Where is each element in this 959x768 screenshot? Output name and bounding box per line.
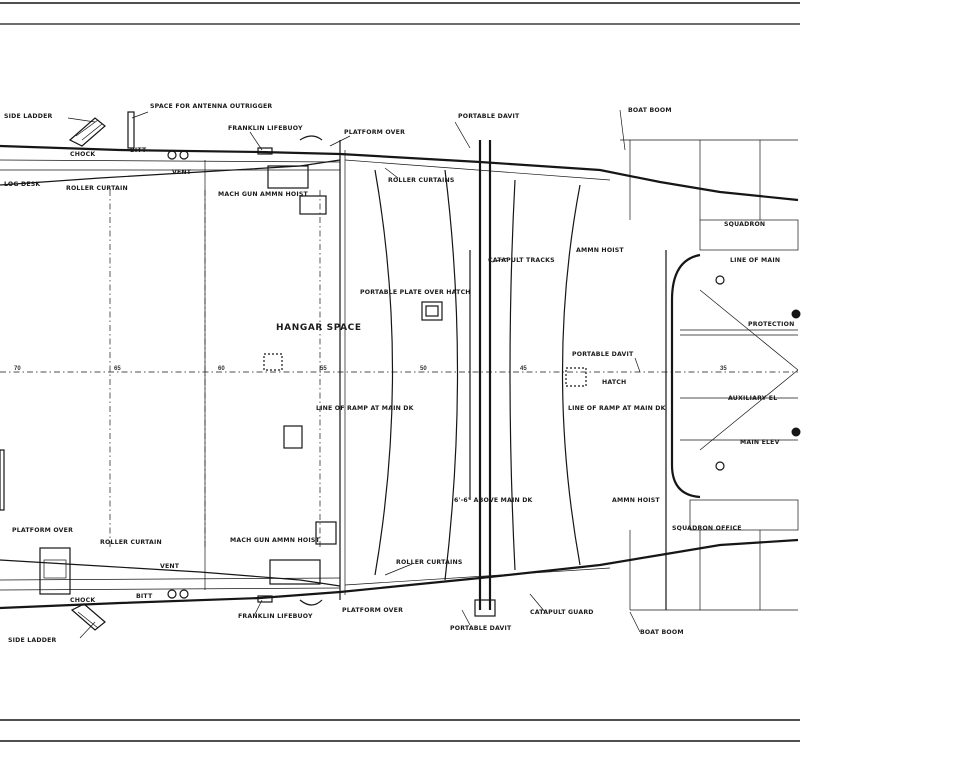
label-platform-over-bottom: PLATFORM OVER bbox=[342, 607, 403, 614]
label-side-ladder-bottom: SIDE LADDER bbox=[8, 637, 57, 644]
label-log-desk: LOG DESK bbox=[4, 181, 40, 188]
label-bitt-top: BITT bbox=[130, 147, 147, 154]
label-bitt-bottom: BITT bbox=[136, 593, 153, 600]
label-line-of-ramp-left: LINE OF RAMP AT MAIN DK bbox=[316, 405, 414, 412]
label-protection: PROTECTION bbox=[748, 321, 795, 328]
deck-fittings bbox=[0, 111, 337, 631]
label-boat-boom-bottom: BOAT BOOM bbox=[640, 629, 684, 636]
label-platform-over-bottom-left: PLATFORM OVER bbox=[12, 527, 73, 534]
label-portable-plate: PORTABLE PLATE OVER HATCH bbox=[360, 289, 471, 296]
label-frame-60: 60 bbox=[218, 366, 225, 372]
label-line-of-main: LINE OF MAIN bbox=[730, 257, 780, 264]
label-ammn-hoist-bottom: AMMN HOIST bbox=[612, 497, 660, 504]
label-hangar-space: HANGAR SPACE bbox=[276, 323, 362, 333]
forward-structure bbox=[620, 139, 801, 611]
page-rules bbox=[0, 2, 800, 742]
label-platform-over-top: PLATFORM OVER bbox=[344, 129, 405, 136]
label-frame-45: 45 bbox=[520, 366, 527, 372]
hull-outline bbox=[0, 140, 799, 610]
catapult-track bbox=[469, 140, 496, 617]
label-side-ladder-top: SIDE LADDER bbox=[4, 113, 53, 120]
ramp-curves bbox=[374, 169, 581, 581]
label-frame-70: 70 bbox=[14, 366, 21, 372]
label-portable-davit-top: PORTABLE DAVIT bbox=[458, 113, 520, 120]
label-squadron-office: SQUADRON OFFICE bbox=[672, 525, 742, 532]
label-frame-65: 65 bbox=[114, 366, 121, 372]
label-chock-top: CHOCK bbox=[70, 151, 95, 158]
label-catapult-tracks: CATAPULT TRACKS bbox=[488, 257, 555, 264]
label-line-of-ramp-right: LINE OF RAMP AT MAIN DK bbox=[568, 405, 666, 412]
frame-stations bbox=[109, 190, 321, 550]
label-portable-davit-mid: PORTABLE DAVIT bbox=[572, 351, 634, 358]
label-frame-55: 55 bbox=[320, 366, 327, 372]
label-roller-curtain-top: ROLLER CURTAIN bbox=[66, 185, 128, 192]
label-frame-50: 50 bbox=[420, 366, 427, 372]
label-auxiliary-elevator: AUXILIARY EL bbox=[728, 395, 777, 402]
label-main-elevator: MAIN ELEV bbox=[740, 439, 780, 446]
label-franklin-lifebuoy-bottom: FRANKLIN LIFEBUOY bbox=[238, 613, 313, 620]
label-portable-davit-bottom: PORTABLE DAVIT bbox=[450, 625, 512, 632]
label-catapult-guard: CATAPULT GUARD bbox=[530, 609, 594, 616]
label-hatch: HATCH bbox=[602, 379, 626, 386]
gallery-bands bbox=[0, 159, 611, 591]
annotations: SIDE LADDER SPACE FOR ANTENNA OUTRIGGER … bbox=[4, 103, 795, 644]
label-frame-35: 35 bbox=[720, 366, 727, 372]
hatches bbox=[263, 301, 587, 449]
label-mach-gun-ammn-hoist: MACH GUN AMMN HOIST bbox=[218, 191, 308, 198]
label-roller-curtains-top: ROLLER CURTAINS bbox=[388, 177, 455, 184]
label-roller-curtains-bottom: ROLLER CURTAINS bbox=[396, 559, 463, 566]
label-mach-gun-ammn-hoist-bottom: MACH GUN AMMN HOIST bbox=[230, 537, 320, 544]
leader-lines bbox=[67, 109, 641, 639]
label-ammn-hoist-top: AMMN HOIST bbox=[576, 247, 624, 254]
label-roller-curtain-bottom: ROLLER CURTAIN bbox=[100, 539, 162, 546]
label-franklin-lifebuoy-top: FRANKLIN LIFEBUOY bbox=[228, 125, 303, 132]
label-vent-bottom: VENT bbox=[160, 563, 180, 570]
label-squadron-top: SQUADRON bbox=[724, 221, 765, 228]
label-chock-bottom: CHOCK bbox=[70, 597, 95, 604]
label-vent-top: VENT bbox=[172, 169, 192, 176]
label-above-main-dk: 6'-6" ABOVE MAIN DK bbox=[454, 497, 533, 504]
label-boat-boom-top: BOAT BOOM bbox=[628, 107, 672, 114]
label-antenna-space: SPACE FOR ANTENNA OUTRIGGER bbox=[150, 103, 272, 110]
